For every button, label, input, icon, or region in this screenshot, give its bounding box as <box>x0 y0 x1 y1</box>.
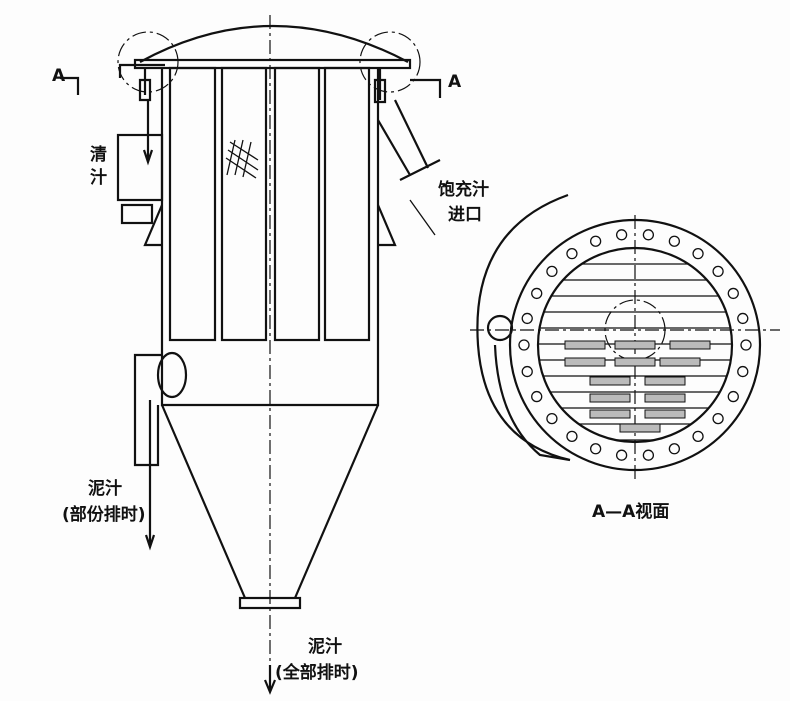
inlet-label-1: 饱充汁 <box>438 180 489 200</box>
clear-juice-box <box>116 133 164 202</box>
ring-hole <box>531 390 543 403</box>
plate-slot <box>644 393 686 403</box>
center-circle <box>604 299 666 361</box>
plate-slot <box>614 340 656 350</box>
ring-hole <box>727 287 739 300</box>
ring-hole <box>668 443 681 455</box>
filter-bag-2 <box>220 66 268 342</box>
plate-slot <box>669 340 711 350</box>
section-mark-left: A <box>52 66 66 86</box>
section-view-caption: A—A视面 <box>592 502 670 522</box>
ring-hole <box>712 265 724 278</box>
ring-hole <box>546 412 558 425</box>
right-bracket <box>376 204 397 247</box>
plate-slot <box>564 357 606 367</box>
plate-slot <box>619 423 661 433</box>
ring-hole <box>531 287 543 300</box>
plate-slot <box>564 340 606 350</box>
section-mark-right: A <box>448 72 462 92</box>
detail-circle-left <box>117 31 179 93</box>
ring-hole <box>642 229 655 241</box>
detail-circle-right <box>359 31 421 93</box>
ring-hole <box>740 339 752 351</box>
plate-slot <box>644 409 686 419</box>
right-nozzle <box>373 68 387 104</box>
cone <box>160 404 380 599</box>
ring-hole <box>737 312 749 325</box>
small-box <box>120 203 154 225</box>
outer-jacket <box>476 193 571 462</box>
ring-hole <box>712 412 724 425</box>
ring-holes <box>518 229 752 461</box>
ring-hole <box>615 229 628 241</box>
section-view <box>470 193 780 480</box>
side-outlet <box>133 353 162 467</box>
plate-slot <box>659 357 701 367</box>
filter-bag-4 <box>323 66 371 342</box>
inlet-pipe <box>377 99 441 181</box>
mud-partial-label-1: 泥汁 <box>88 479 122 499</box>
top-flange <box>133 58 412 70</box>
cylinder-shell <box>160 68 380 407</box>
inlet-label-2: 进口 <box>448 205 482 225</box>
ring-hole <box>692 247 704 260</box>
side-port <box>486 314 514 342</box>
plate-slot <box>614 357 656 367</box>
ring-hole <box>737 365 749 378</box>
filter-bag-3 <box>273 66 321 342</box>
mud-partial-label-2: (部份排时) <box>62 505 146 525</box>
left-nozzle <box>118 63 165 102</box>
dome-cap <box>139 24 409 63</box>
ring-hole <box>589 235 602 247</box>
plate-slot <box>589 393 631 403</box>
clear-juice-label-2: 汁 <box>90 168 107 188</box>
ring-hole <box>692 430 704 443</box>
ring-hole <box>546 265 558 278</box>
clear-juice-arrow <box>142 100 154 166</box>
partial-discharge-arrow <box>144 400 156 551</box>
clear-juice-label-1: 清 <box>90 145 107 165</box>
plate-slot <box>644 376 686 386</box>
full-discharge-arrow <box>263 665 277 695</box>
plate-slot <box>589 409 631 419</box>
filter-bag-1 <box>168 66 217 342</box>
mud-full-label-1: 泥汁 <box>308 637 342 657</box>
ring-hole <box>521 365 533 378</box>
filter-plates <box>538 263 732 441</box>
plate-slot <box>589 376 631 386</box>
main-vessel <box>60 15 442 695</box>
ring-hole <box>518 339 530 351</box>
ring-hole <box>589 443 602 455</box>
mesh-detail <box>225 139 259 179</box>
ring-hole <box>566 430 578 443</box>
ring-hole <box>566 247 578 260</box>
ring-hole <box>668 235 681 247</box>
section-marks <box>60 76 442 98</box>
ring-hole <box>521 312 533 325</box>
outlet-flange <box>156 351 188 399</box>
ring-hole <box>727 390 739 403</box>
ring-hole <box>615 449 628 461</box>
left-bracket <box>143 204 164 247</box>
ring-hole <box>642 449 655 461</box>
mud-full-label-2: (全部排时) <box>275 663 359 683</box>
inlet-arrow <box>409 199 436 236</box>
